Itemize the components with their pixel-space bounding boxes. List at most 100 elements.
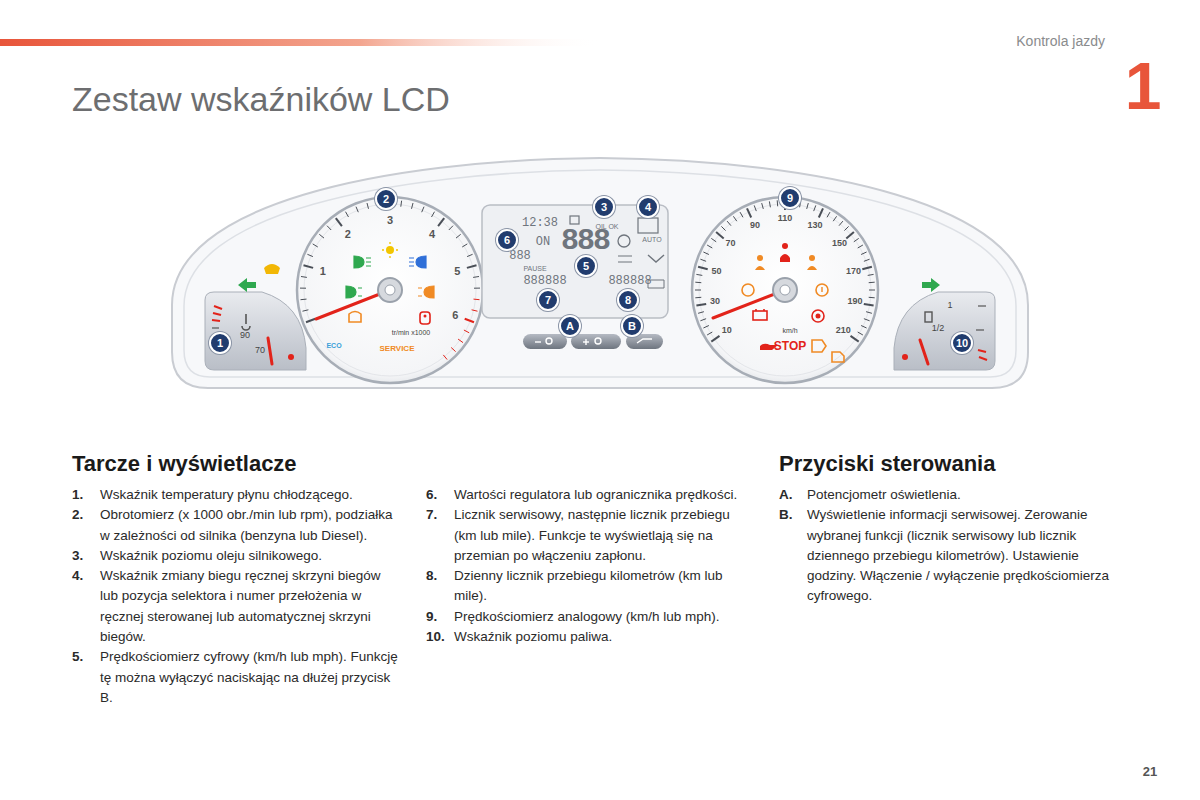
callout-text: 4 (645, 202, 651, 213)
item-text: Potencjometr oświetlenia. (807, 485, 1119, 505)
gauge-tick (438, 218, 444, 226)
gauge-tick (474, 299, 480, 301)
gauge-tick (303, 310, 309, 311)
fuel-pump-icon (925, 312, 932, 322)
gauge-tick (762, 203, 764, 209)
label-text: 1/2 (932, 324, 945, 334)
gauge-tick (327, 226, 331, 230)
callout-text: 7 (545, 295, 551, 306)
gauge-tick (698, 312, 704, 314)
list-item: 3.Wskaźnik poziomu oleju silnikowego. (72, 546, 402, 566)
label-text: 4 (429, 228, 435, 240)
gauge-tick (367, 203, 369, 209)
item-number: 4. (72, 566, 100, 647)
lcd-unit-icon (618, 256, 632, 262)
gauge-tick (733, 216, 736, 221)
gauge-tick (307, 254, 313, 256)
label-text: 190 (847, 297, 862, 307)
button-plus (571, 334, 621, 349)
cluster-outline (172, 158, 1028, 388)
fuel-red-ticks (978, 350, 987, 360)
callout-number: 8 (617, 289, 639, 311)
gauge-tick (306, 319, 315, 323)
gauge-tick (449, 226, 453, 230)
label-text: 2 (345, 228, 351, 240)
item-number: 7. (426, 505, 454, 566)
callout-number: 9 (779, 187, 801, 209)
gauge-tick (336, 218, 342, 226)
item-number: 10. (426, 627, 454, 647)
gauge-tick (703, 326, 709, 329)
label-text: 888 (561, 225, 609, 258)
callout-text: 3 (601, 202, 607, 213)
gauge-tick (819, 208, 823, 217)
gauge-tick (346, 212, 349, 217)
gauge-tick (458, 339, 463, 343)
gauge-tick (700, 319, 706, 321)
label-text: 150 (832, 239, 847, 249)
gauge-tick (422, 207, 424, 213)
left-turn-arrow (238, 278, 256, 292)
gauge-tick (695, 282, 701, 284)
gauge-tick (807, 203, 809, 209)
label-text: 5 (454, 265, 460, 277)
callout-number: 5 (575, 255, 597, 277)
callout-text: 2 (383, 194, 389, 205)
gauge-tick (862, 267, 872, 270)
item-text: Obrotomierz (x 1000 obr./min lub rpm), p… (100, 505, 402, 546)
gauge-tick (727, 221, 731, 226)
gauge-tick (412, 203, 414, 209)
gauge-tick (769, 201, 770, 207)
gauge-tick (740, 212, 743, 217)
gauge-tick (696, 304, 706, 306)
gauge-tick (319, 234, 324, 238)
item-text: Wyświetlenie informacji serwisowej. Zero… (807, 505, 1119, 606)
gauge-tick (869, 297, 875, 299)
gauge-tick (711, 336, 719, 342)
fuel-ticks (976, 306, 986, 330)
item-text: Wskaźnik poziomu oleju silnikowego. (100, 546, 402, 566)
item-text: Prędkościomierz analogowy (km/h lub mph)… (454, 607, 756, 627)
item-text: Prędkościomierz cyfrowy (km/h lub mph). … (100, 647, 402, 708)
gauge-tick (869, 282, 875, 284)
label-text: tr/min x1000 (392, 329, 431, 337)
gauge-tick (711, 238, 716, 241)
gauge-tick (432, 212, 435, 217)
gauge-tick (864, 304, 874, 306)
gauge-tick (696, 274, 702, 275)
speedometer-rim (699, 204, 871, 376)
callout-text: 10 (956, 338, 968, 349)
label-text: AUTO (642, 236, 661, 244)
gauge-tick (451, 348, 455, 352)
list-item: 4.Wskaźnik zmiany biegu ręcznej skrzyni … (72, 566, 402, 647)
gauge-tick (858, 332, 863, 335)
button-minus (523, 334, 567, 349)
gauge-tick (313, 244, 318, 247)
list-item: A.Potencjometr oświetlenia. (779, 485, 1119, 505)
label-text: 1 (1125, 50, 1162, 123)
lcd-arrow-icon (648, 255, 664, 262)
item-number: B. (779, 505, 807, 606)
label-text: 70 (726, 239, 736, 249)
label-text: 21 (1143, 765, 1157, 779)
gauge-tick (698, 267, 708, 270)
gauge-tick (777, 200, 779, 206)
label-text: 1 (947, 301, 952, 311)
item-number: 3. (72, 546, 100, 566)
label-text: ON (536, 236, 550, 249)
label-text: SERVICE (380, 345, 415, 354)
item-text: Wskaźnik poziomu paliwa. (454, 627, 756, 647)
gauge-tick (839, 221, 843, 226)
speedometer-face (692, 197, 878, 383)
gauge-tick (301, 299, 307, 301)
label-text: 110 (778, 214, 793, 224)
callout-text: 9 (787, 193, 793, 204)
callout-number: B (621, 315, 643, 337)
list-column: A.Potencjometr oświetlenia.B.Wyświetleni… (779, 485, 1119, 607)
speedometer-hub-center (780, 285, 790, 295)
page-title: Zestaw wskaźników LCD (72, 80, 450, 119)
callout-text: 6 (504, 235, 510, 246)
callout-number: 6 (496, 229, 518, 251)
label-text: 3 (387, 214, 393, 226)
button-icons (535, 338, 652, 345)
